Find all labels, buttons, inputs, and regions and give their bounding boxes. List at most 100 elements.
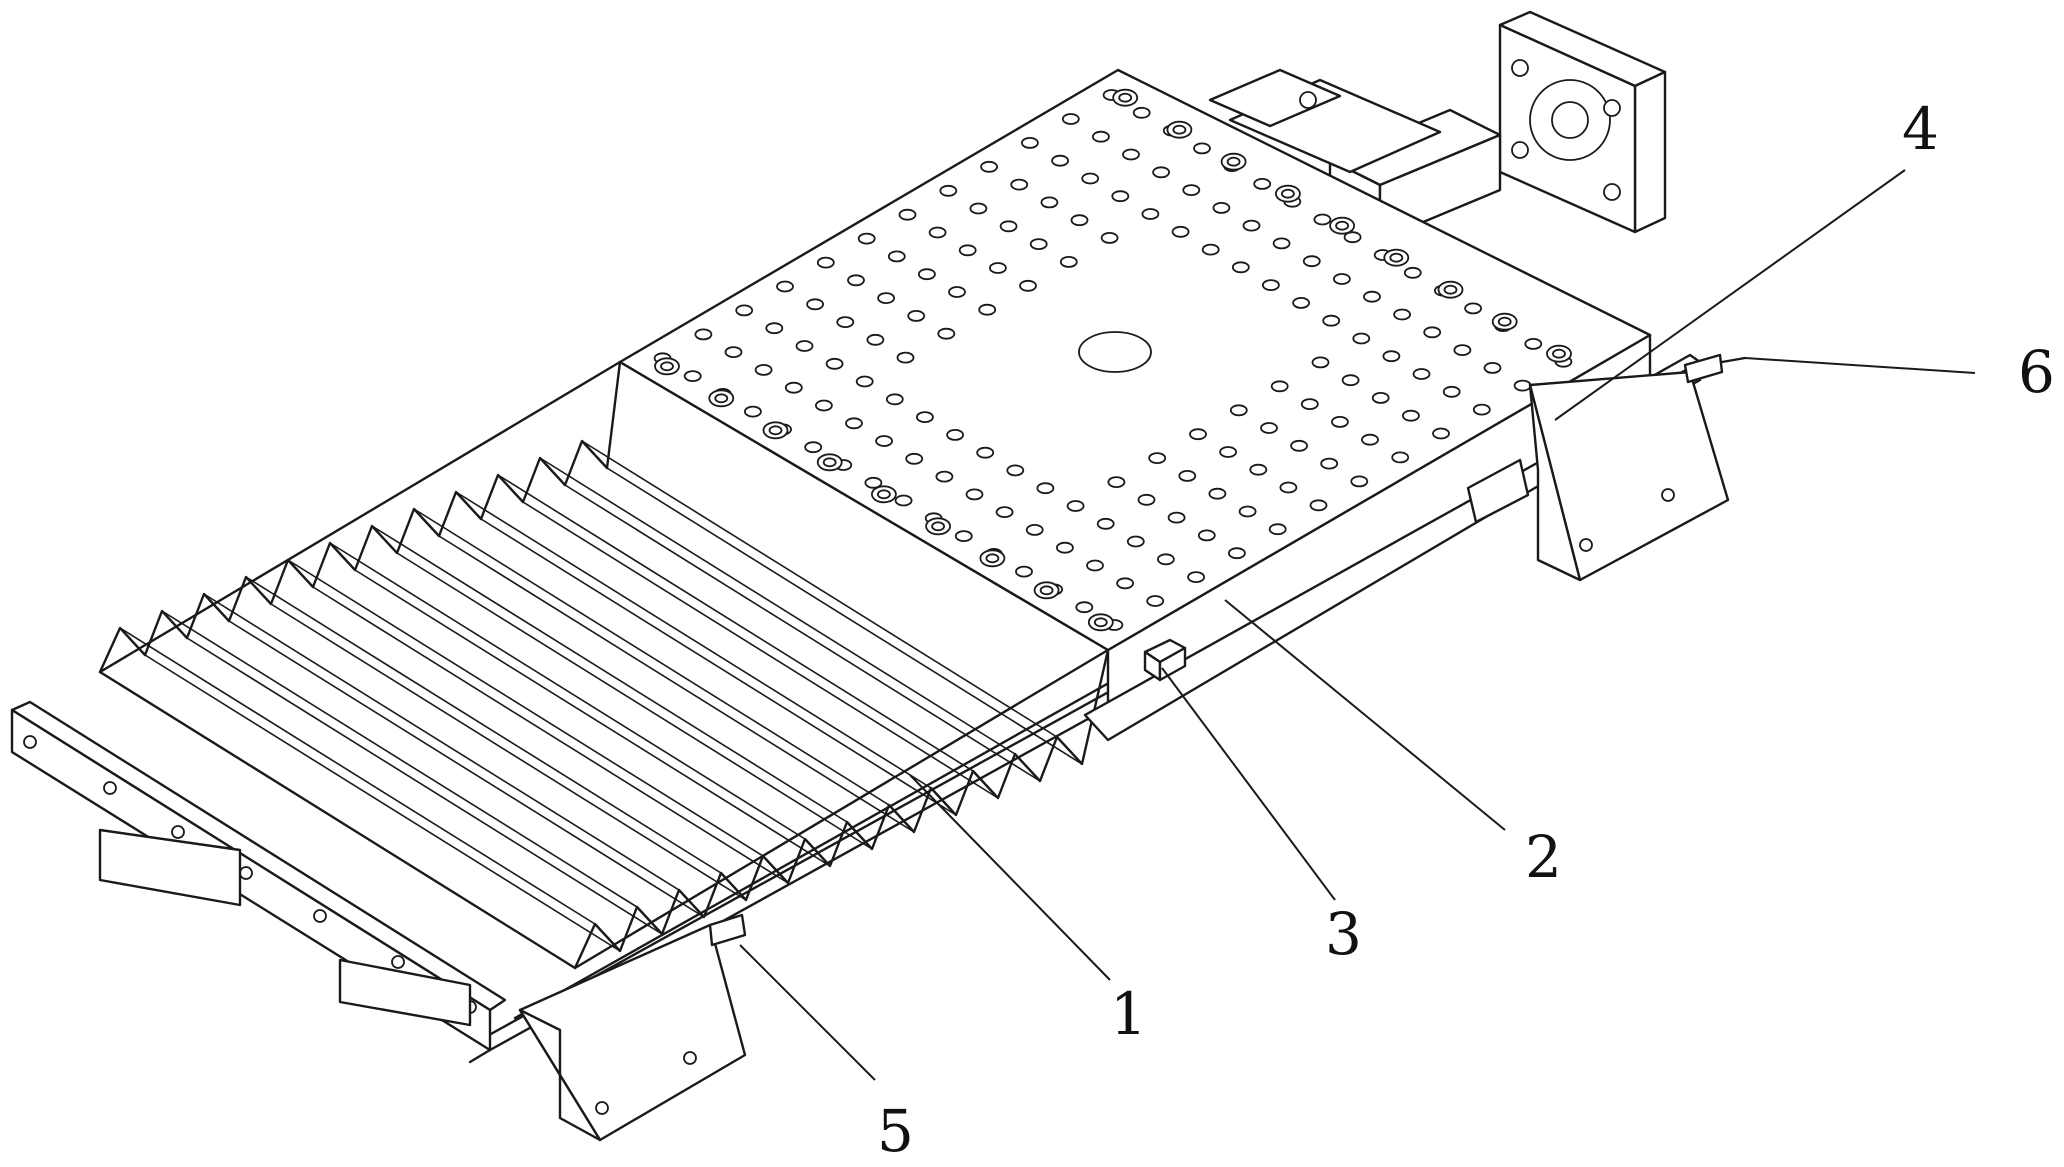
table-hole [1141, 208, 1160, 220]
table-hole [1513, 379, 1532, 392]
table-hole [1070, 214, 1089, 227]
table-hole [1189, 428, 1207, 441]
table-hole [806, 298, 824, 311]
table-hole [845, 417, 863, 430]
table-hole [1238, 505, 1257, 518]
mounting-screw-head [1497, 316, 1512, 327]
table-hole [978, 303, 997, 316]
table-hole [836, 316, 855, 329]
table-hole [875, 435, 893, 447]
table-hole [754, 363, 773, 376]
bellows-cover [98, 360, 1110, 970]
table-hole [1193, 142, 1211, 155]
mounting-screw-head [1093, 617, 1108, 628]
table-hole [1201, 243, 1220, 256]
table-hole [999, 220, 1018, 233]
table-hole [866, 333, 885, 346]
table-hole [1219, 446, 1237, 458]
table-hole [1350, 475, 1369, 488]
mounting-screw-head [660, 361, 674, 372]
table-hole [1066, 500, 1085, 512]
table-hole [907, 309, 926, 322]
table-hole [864, 476, 883, 489]
table-hole [1197, 529, 1216, 542]
mounting-screw-head [1226, 156, 1241, 167]
table-hole [735, 304, 754, 317]
table-hole [855, 375, 874, 388]
mounting-screw-head [822, 457, 837, 468]
leader-4 [1554, 169, 1906, 421]
table-hole [776, 280, 794, 293]
motor-mount-block [1498, 10, 1667, 234]
table-hole [1116, 577, 1134, 590]
table-hole [1171, 225, 1190, 238]
table-hole [847, 274, 865, 287]
table-hole [1242, 219, 1261, 232]
table-hole [965, 488, 984, 501]
table-hole [1432, 427, 1450, 440]
table-hole [1322, 314, 1341, 327]
table-hole [976, 446, 995, 459]
table-hole [877, 292, 895, 305]
table-hole [1270, 380, 1289, 393]
table-hole [1412, 368, 1431, 380]
table-hole [935, 470, 954, 483]
table-hole [816, 256, 835, 269]
worktable [618, 68, 1652, 742]
callout-2: 2 [1525, 823, 1562, 891]
table-hole [1051, 154, 1069, 167]
table-hole [1122, 148, 1140, 161]
table-hole [1393, 308, 1411, 321]
table-hole-grid [653, 88, 1573, 632]
table-hole [1272, 237, 1291, 250]
table-hole [1279, 481, 1298, 494]
table-hole [1178, 469, 1197, 482]
table-hole [1040, 196, 1059, 209]
table-hole [1361, 433, 1379, 446]
table-hole [887, 250, 906, 263]
table-hole [894, 494, 913, 507]
table-hole [937, 327, 956, 340]
leader-5 [739, 944, 876, 1081]
table-hole [885, 393, 904, 406]
mounting-screw-head [1389, 252, 1404, 263]
callout-5: 5 [877, 1097, 914, 1165]
mounting-screw-head [714, 393, 729, 404]
leader-2 [1224, 599, 1506, 831]
table-hole [1126, 535, 1145, 548]
table-hole [1333, 273, 1351, 285]
table-hole [1056, 541, 1074, 554]
table-hole [724, 346, 743, 359]
table-hole [1290, 439, 1308, 452]
table-hole [1059, 255, 1078, 268]
table-hole [795, 340, 814, 352]
callout-6: 6 [2018, 338, 2055, 406]
leader-lines [739, 169, 1976, 1081]
table-hole [1341, 374, 1360, 387]
mounting-screw-head [1335, 220, 1349, 231]
table-hole [815, 399, 833, 412]
mounting-screw-head [877, 489, 891, 500]
table-hole [1352, 332, 1371, 345]
table-hole [1025, 524, 1044, 536]
table-hole [1300, 398, 1319, 411]
table-hole [1260, 422, 1278, 434]
table-hole [1423, 326, 1442, 339]
mounting-screw-head [1172, 124, 1187, 135]
table-hole [1453, 344, 1472, 357]
leader-3 [1161, 667, 1336, 901]
table-hole [1132, 106, 1151, 119]
table-hole [1187, 571, 1205, 583]
table-hole [1010, 178, 1029, 191]
table-hole [928, 226, 947, 239]
table-hole [1371, 391, 1390, 404]
table-hole [694, 328, 713, 341]
table-hole [1472, 403, 1491, 416]
table-hole [1402, 409, 1420, 422]
table-hole [1019, 279, 1037, 292]
table-hole [1229, 404, 1248, 417]
table-hole [1182, 184, 1201, 197]
table-hole [1249, 463, 1268, 476]
table-hole [1111, 190, 1130, 203]
